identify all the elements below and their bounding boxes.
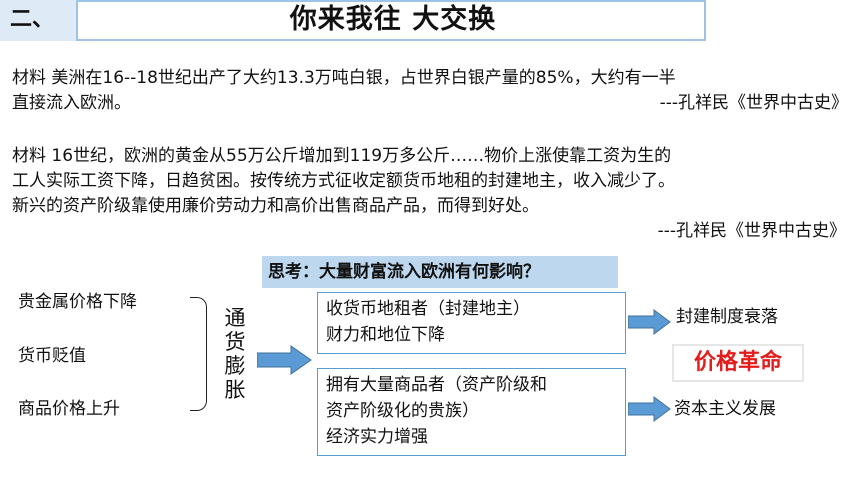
box-line: 经济实力增强: [326, 427, 428, 447]
material-2-line-1: 材料 16世纪，欧洲的黄金从55万公斤增加到119万多公斤……物价上涨使靠工资为…: [12, 146, 672, 166]
section-number: 二、: [0, 0, 78, 41]
box-bourgeoisie: 拥有大量商品者（资产阶级和 资产阶级化的贵族） 经济实力增强: [317, 368, 626, 456]
material-2-line-3: 新兴的资产阶级靠使用廉价劳动力和高价出售商品产品，而得到好处。: [12, 196, 539, 216]
material-1-source: ---孔祥民《世界中古史》: [659, 93, 848, 113]
title-bar: [0, 0, 706, 41]
arrow-right-icon: [257, 345, 312, 375]
inflation-label: 通 货 膨 胀: [220, 306, 250, 402]
material-1-line-1: 材料 美洲在16--18世纪出产了大约13.3万吨白银，占世界白银产量的85%，…: [12, 68, 676, 88]
material-2-source: ---孔祥民《世界中古史》: [657, 221, 846, 241]
material-1-line-2: 直接流入欧洲。: [12, 93, 131, 113]
cause-item: 贵金属价格下降: [18, 292, 137, 312]
inflation-char: 通: [224, 306, 246, 330]
inflation-char: 货: [224, 330, 246, 354]
think-question: 思考：大量财富流入欧洲有何影响？: [262, 256, 618, 288]
arrow-right-icon: [628, 396, 671, 422]
box-line: 财力和地位下降: [326, 325, 445, 345]
inflation-char: 胀: [224, 378, 246, 402]
result-capitalism: 资本主义发展: [674, 399, 776, 419]
box-line: 资产阶级化的贵族）: [326, 401, 479, 421]
inflation-char: 膨: [224, 354, 246, 378]
box-line: 拥有大量商品者（资产阶级和: [326, 375, 547, 395]
result-feudal-decline: 封建制度衰落: [676, 307, 778, 327]
price-revolution-label: 价格革命: [672, 344, 804, 382]
cause-item: 商品价格上升: [18, 399, 120, 419]
material-2-line-2: 工人实际工资下降，日趋贫困。按传统方式征收定额货币地租的封建地主，收入减少了。: [12, 171, 675, 191]
box-line: 收货币地租者（封建地主）: [326, 299, 530, 319]
brace: [190, 297, 207, 411]
arrow-right-icon: [628, 309, 671, 335]
box-feudal-landlords: 收货币地租者（封建地主） 财力和地位下降: [317, 292, 626, 354]
page-title: 你来我往 大交换: [289, 4, 497, 35]
cause-item: 货币贬值: [18, 346, 86, 366]
